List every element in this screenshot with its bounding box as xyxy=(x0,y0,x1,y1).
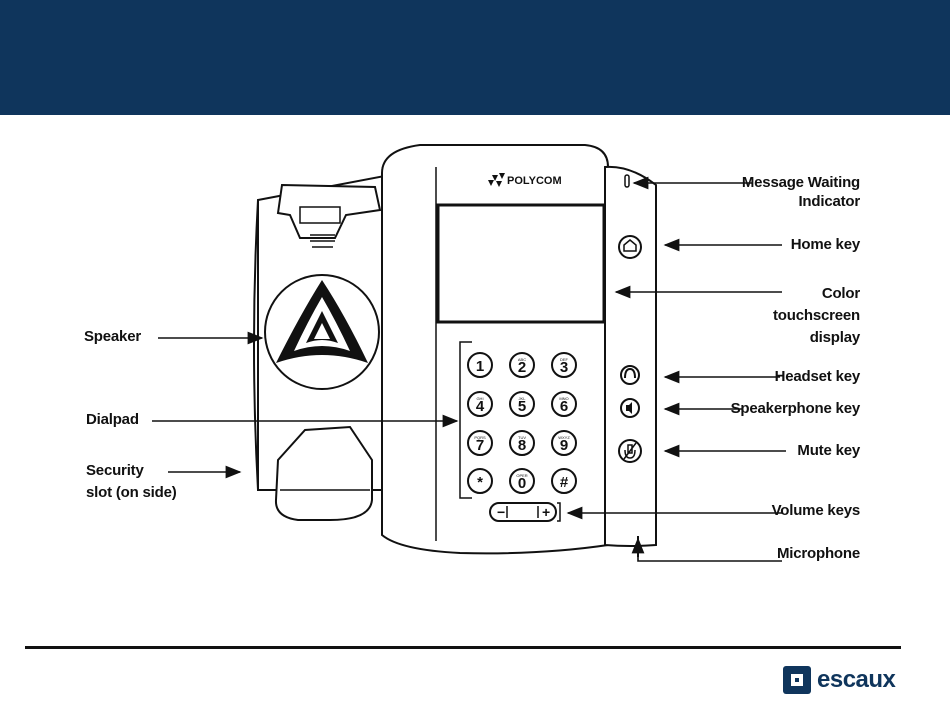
dialpad-key-letters: JKL xyxy=(519,396,527,401)
speaker-grille xyxy=(265,275,379,389)
message-waiting-indicator xyxy=(625,175,629,187)
dialpad-key-letters: MNO xyxy=(559,396,568,401)
label-dialpad: Dialpad xyxy=(86,409,139,431)
dialpad-key-digit: 1 xyxy=(476,358,484,375)
volume-plus[interactable]: + xyxy=(542,504,550,520)
label-security-line2: slot (on side) xyxy=(86,482,177,504)
speakerphone-key[interactable] xyxy=(621,399,639,417)
dialpad-key-1[interactable]: 1 xyxy=(468,353,492,377)
dialpad-key-letters: TUV xyxy=(518,435,526,440)
label-mute-key: Mute key xyxy=(797,440,860,462)
label-color-line2: touchscreen xyxy=(773,305,860,327)
dialpad-key-letters: ABC xyxy=(518,357,526,362)
dialpad-key-hash[interactable]: # xyxy=(552,469,576,493)
escaux-logo: escaux xyxy=(783,664,903,696)
label-microphone: Microphone xyxy=(777,543,860,565)
dialpad-key-letters: DEF xyxy=(560,357,569,362)
dialpad-key-digit: * xyxy=(477,474,483,491)
label-security-line1: Security xyxy=(86,460,144,482)
dialpad-key-letters: GHI xyxy=(476,396,483,401)
dialpad-key-star[interactable]: * xyxy=(468,469,492,493)
label-speaker: Speaker xyxy=(84,326,141,348)
header-banner xyxy=(0,0,950,115)
headset-key[interactable] xyxy=(621,366,639,384)
label-home-key: Home key xyxy=(791,234,860,256)
escaux-logo-icon xyxy=(783,666,811,694)
label-message-waiting-line2: Indicator xyxy=(798,191,860,213)
label-volume-keys: Volume keys xyxy=(772,500,860,522)
dialpad-key-letters: WXYZ xyxy=(558,435,570,440)
dialpad-key-letters: OPER xyxy=(516,473,527,478)
volume-keys[interactable]: − + xyxy=(490,503,560,521)
dialpad-key-letters: PQRS xyxy=(474,435,486,440)
footer-divider xyxy=(25,646,901,649)
touchscreen-display[interactable] xyxy=(438,205,604,322)
label-color-line1: Color xyxy=(822,283,860,305)
dialpad-key-digit: # xyxy=(560,474,569,491)
mute-key[interactable] xyxy=(619,440,641,462)
brand-name: POLYCOM xyxy=(507,175,562,187)
label-color-line3: display xyxy=(810,327,860,349)
volume-minus[interactable]: − xyxy=(497,504,505,520)
label-headset-key: Headset key xyxy=(775,366,860,388)
home-key[interactable] xyxy=(619,236,641,258)
logo-text: escaux xyxy=(817,666,895,694)
label-speakerphone-key: Speakerphone key xyxy=(731,398,860,420)
